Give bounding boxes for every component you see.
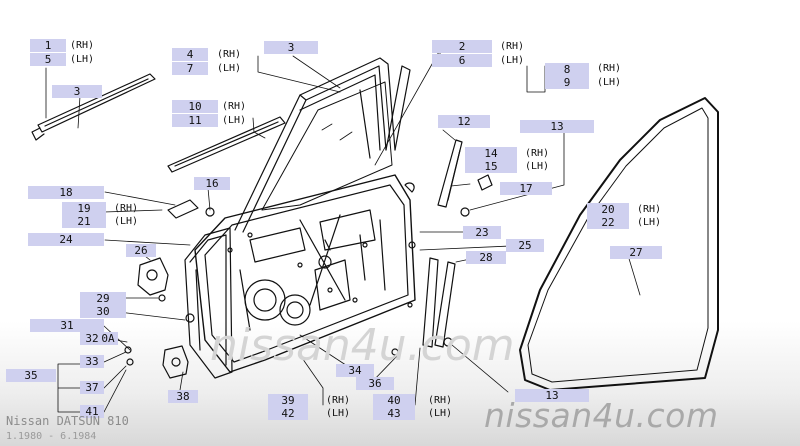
callout-23: 23 [463, 226, 501, 239]
callout-5: 5 [30, 53, 66, 66]
callout-8: 8 [545, 63, 589, 76]
callout-6: 6 [432, 54, 492, 67]
callout-30: 30 [80, 305, 126, 318]
callout-19-side: (RH) [114, 203, 139, 214]
callout-26: 26 [126, 244, 156, 257]
callout-20-side: (RH) [637, 204, 662, 215]
callout-13-top: 13 [520, 120, 594, 133]
callout-4: 4 [172, 48, 208, 61]
callout-29: 29 [80, 292, 126, 305]
callout-1-side: (RH) [70, 40, 95, 51]
callout-10: 10 [172, 100, 218, 113]
callout-4-side: (RH) [217, 49, 242, 60]
callout-12: 12 [438, 115, 490, 128]
callout-7-side: (LH) [217, 63, 242, 74]
callout-6-side: (LH) [500, 55, 525, 66]
callout-13-bottom: 13 [515, 389, 589, 402]
model-name: Nissan DATSUN 810 [6, 414, 129, 428]
door-inner-panel [194, 174, 416, 373]
callout-39-side: (RH) [326, 395, 351, 406]
callout-3-sash: 3 [264, 41, 318, 54]
inner-belt-molding [167, 116, 286, 173]
rear-channel [422, 257, 456, 348]
callout-31: 31 [30, 319, 104, 332]
callout-38: 38 [168, 390, 198, 403]
callout-15: 15 [465, 160, 517, 173]
callout-9-side: (LH) [597, 77, 622, 88]
callout-20: 20 [587, 203, 629, 216]
callout-40-side: (RH) [428, 395, 453, 406]
brand-logo-text: nissan4u.com [484, 396, 719, 435]
callout-1: 1 [30, 39, 66, 52]
front-channel [437, 139, 463, 208]
callout-17: 17 [500, 182, 552, 195]
window-regulator [299, 214, 346, 306]
callout-42: 42 [268, 407, 308, 420]
outer-belt-molding [31, 73, 156, 141]
callout-14-side: (RH) [525, 148, 550, 159]
callout-24: 24 [28, 233, 104, 246]
callout-15-side: (LH) [525, 161, 550, 172]
watermark-text: nissan4u.com [210, 320, 515, 371]
callout-35: 35 [6, 369, 56, 382]
callout-32a: 0A [98, 332, 118, 345]
fasteners [124, 174, 493, 366]
callout-3-molding: 3 [52, 85, 102, 98]
callout-42-side: (LH) [326, 408, 351, 419]
callout-19: 19 [62, 202, 106, 215]
callout-25: 25 [506, 239, 544, 252]
callout-18: 18 [28, 186, 104, 199]
callout-22-side: (LH) [637, 217, 662, 228]
door-sash-frame [234, 57, 411, 233]
callout-11-side: (LH) [222, 115, 247, 126]
callout-21-side: (LH) [114, 216, 139, 227]
callout-40: 40 [373, 394, 415, 407]
callout-43-side: (LH) [428, 408, 453, 419]
callout-11: 11 [172, 114, 218, 127]
door-weatherstrip [519, 97, 719, 391]
callout-27: 27 [610, 246, 662, 259]
callout-8-side: (RH) [597, 63, 622, 74]
door-outer-shell [184, 227, 233, 379]
callout-5-side: (LH) [70, 54, 95, 65]
callout-2: 2 [432, 40, 492, 53]
callout-43: 43 [373, 407, 415, 420]
callout-22: 22 [587, 216, 629, 229]
outside-handle [167, 199, 215, 219]
callout-21: 21 [62, 215, 106, 228]
callout-37: 37 [80, 381, 104, 394]
callout-14: 14 [465, 147, 517, 160]
callout-7: 7 [172, 62, 208, 75]
callout-39: 39 [268, 394, 308, 407]
callout-28: 28 [466, 251, 506, 264]
door-glass [261, 81, 393, 211]
production-years: 1.1980 - 6.1984 [6, 431, 97, 442]
callout-10-side: (RH) [222, 101, 247, 112]
callout-2-side: (RH) [500, 41, 525, 52]
callout-33: 33 [80, 355, 104, 368]
door-hinges [137, 257, 189, 379]
callout-9: 9 [545, 76, 589, 89]
callout-41: 41 [80, 405, 104, 418]
callout-34: 34 [336, 364, 374, 377]
callout-16: 16 [194, 177, 230, 190]
callout-36: 36 [356, 377, 394, 390]
leader-lines [45, 49, 641, 413]
glass-run-channel [299, 74, 381, 159]
